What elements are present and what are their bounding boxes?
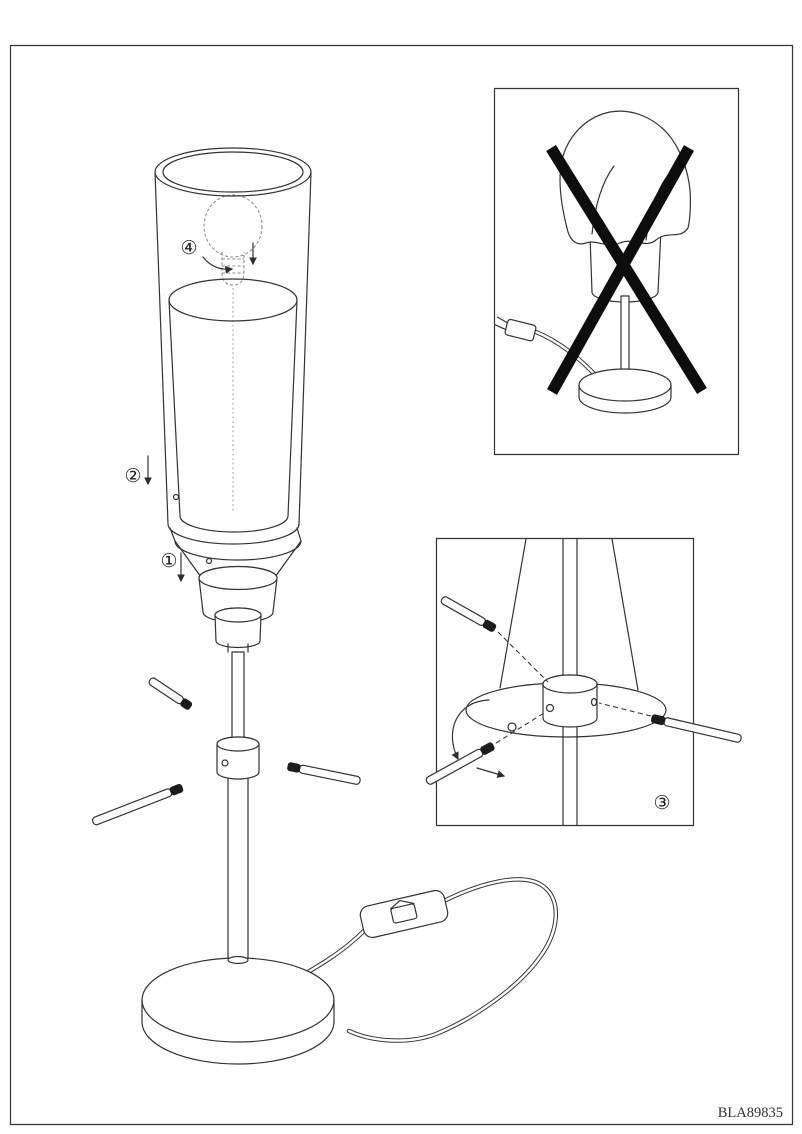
holder-screw-hole [205, 557, 213, 565]
step-1-annotation: ① [160, 550, 185, 583]
cross-out-x-icon [546, 144, 707, 395]
detail-shade-sides [499, 538, 639, 691]
inner-diffuser-bottom [179, 515, 289, 533]
pin-tip [169, 783, 184, 796]
power-plug [494, 316, 537, 342]
detail-pin-right [650, 714, 742, 743]
bulb-glass [203, 194, 263, 258]
step-3-label: ③ [653, 792, 670, 814]
base-silhouette [141, 957, 335, 1065]
step-4-annotation: ④ [180, 237, 257, 274]
detail-lower-pole [562, 721, 578, 826]
holder-cup-top [198, 565, 278, 591]
leader-line-top [497, 631, 549, 683]
detail-collar [542, 674, 598, 728]
part-number: BLA89835 [718, 1105, 783, 1121]
small-lamp-pole [620, 295, 630, 377]
small-shade-sides [589, 229, 662, 293]
bulb-screw-base [221, 252, 245, 286]
plug-prongs [494, 316, 508, 331]
shade-sides [154, 171, 312, 525]
lamp-base [141, 955, 335, 1065]
cord-right [347, 878, 557, 1042]
screw-pin-upper-left [148, 677, 193, 710]
pin-tip [180, 698, 193, 710]
detail-inset-border [435, 537, 695, 827]
lamp-pole [227, 773, 249, 961]
plug-body [504, 318, 537, 342]
detail-upper-rod [562, 538, 578, 679]
small-base-front-rim [578, 384, 672, 402]
detail-pin-bottom-left [425, 742, 495, 785]
shade-screw-hole [172, 493, 180, 501]
pin-tip [482, 619, 497, 632]
inline-switch [359, 889, 449, 939]
insert-direction-arrow [476, 767, 506, 778]
leader-line-right [598, 702, 652, 717]
step-2-label: ② [124, 465, 141, 487]
step-4-label: ④ [180, 237, 197, 259]
small-base-silhouette [578, 368, 672, 414]
holder-shoulder [174, 540, 302, 578]
switch-rocker-wedge [389, 899, 415, 910]
shade-ring-sides [169, 527, 302, 542]
step-4-rotate-arrow [202, 256, 234, 274]
pin-tip [650, 714, 666, 726]
pin-tip [287, 762, 301, 773]
upper-rod [231, 651, 245, 745]
socket-holder [174, 540, 302, 653]
holder-step-ring [227, 643, 249, 653]
shade-bottom-rim [167, 523, 300, 545]
detail-rim-hole [507, 722, 517, 732]
screw-pin-right [287, 762, 361, 785]
screw-pin-lower-left [91, 783, 184, 826]
base-front-rim [141, 999, 335, 1043]
detail-collar-top [542, 674, 598, 694]
x-stroke-2 [546, 145, 695, 395]
switch-rocker [390, 903, 418, 924]
leader-line-bottom [495, 712, 545, 744]
rotation-arrow [451, 699, 490, 761]
detail-collar-hole-left [545, 703, 555, 713]
detail-collar-hole-right [590, 697, 598, 707]
shade-top-rim-inner [162, 151, 304, 193]
holder-neck-top [214, 607, 262, 623]
pin-tip [480, 742, 495, 755]
collar-top [216, 736, 260, 752]
collar [216, 736, 260, 780]
detail-pin-top-left [440, 596, 497, 632]
page-border [9, 44, 794, 1126]
detail-inset: ③ [425, 537, 742, 827]
main-lamp-assembly: ④ ② ① [91, 147, 558, 1065]
step-2-annotation: ② [124, 455, 152, 487]
pole-base-junction [227, 955, 249, 965]
warning-inset-border [493, 87, 740, 456]
inner-diffuser-sides [168, 299, 298, 517]
warning-inset [493, 87, 740, 456]
collar-screw-hole [221, 759, 229, 767]
step-1-label: ① [160, 550, 177, 572]
